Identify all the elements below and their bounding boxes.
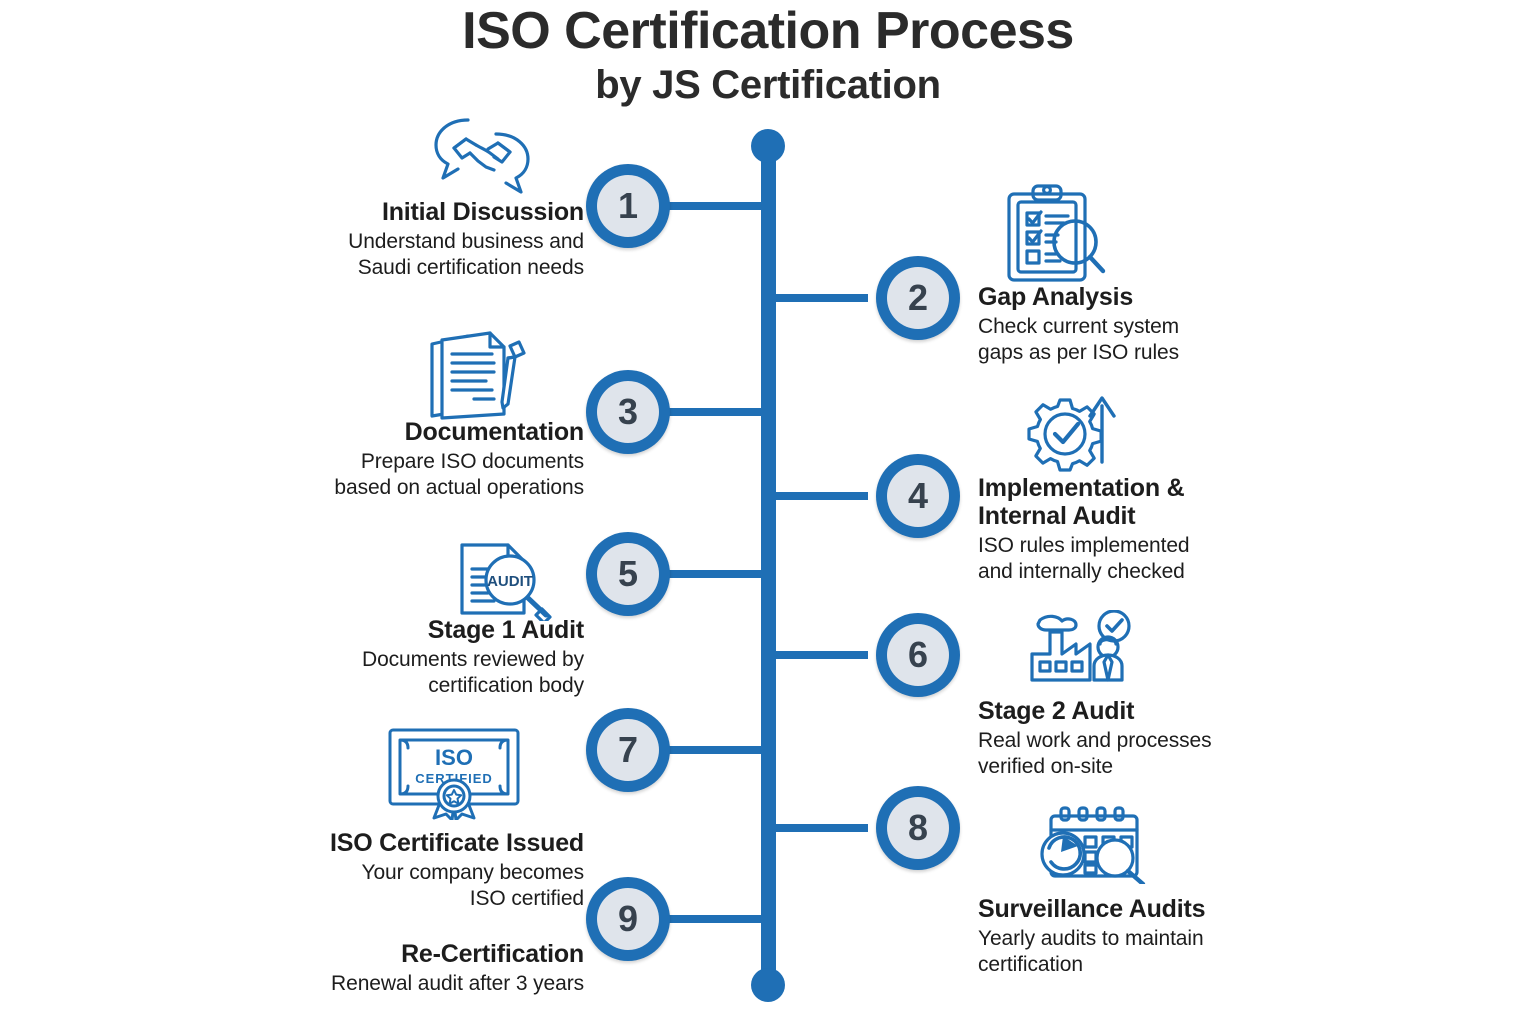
step-badge-number-4: 4: [887, 465, 949, 527]
step-badge-number-8: 8: [887, 797, 949, 859]
page-title: ISO Certification Process by JS Certific…: [0, 4, 1536, 109]
step-title-6: Stage 2 Audit: [978, 697, 1135, 725]
step-badge-8[interactable]: 8: [876, 786, 960, 870]
step-title-1: Initial Discussion: [381, 198, 584, 226]
step-badge-3[interactable]: 3: [586, 370, 670, 454]
step-title-9: Re-Certification: [401, 940, 584, 968]
documents-pen-icon: [420, 328, 530, 422]
step-badge-number-9: 9: [597, 888, 659, 950]
step-desc-9: Renewal audit after 3 years: [331, 972, 584, 995]
connector-5: [668, 570, 766, 578]
step-title-5: Stage 1 Audit: [427, 616, 584, 644]
iso-badge-label-primary: ISO: [435, 745, 473, 770]
step-badge-number-1: 1: [597, 175, 659, 237]
step-badge-number-2: 2: [887, 267, 949, 329]
connector-3: [668, 408, 766, 416]
clipboard-checklist-magnifier-icon: [1001, 182, 1111, 286]
step-text-7: ISO Certificate Issued Your company beco…: [160, 829, 584, 911]
step-badge-7[interactable]: 7: [586, 708, 670, 792]
factory-inspector-check-icon: [1026, 610, 1138, 684]
step-badge-number-3: 3: [597, 381, 659, 443]
step-text-8: Surveillance Audits Yearly audits to mai…: [978, 895, 1378, 977]
connector-2: [770, 294, 868, 302]
step-badge-number-7: 7: [597, 719, 659, 781]
step-title-3: Documentation: [404, 418, 585, 446]
step-text-4: Implementation &Internal Audit ISO rules…: [978, 474, 1378, 584]
document-audit-magnifier-icon: AUDIT: [452, 539, 558, 621]
calendar-refresh-magnifier-icon: [1035, 806, 1155, 884]
connector-7: [668, 746, 766, 754]
step-text-9: Re-Certification Renewal audit after 3 y…: [160, 940, 584, 997]
step-badge-6[interactable]: 6: [876, 613, 960, 697]
title-line-secondary: by JS Certification: [595, 62, 941, 107]
connector-6: [770, 651, 868, 659]
step-title-7: ISO Certificate Issued: [329, 829, 584, 857]
title-line-primary: ISO Certification Process: [462, 2, 1074, 60]
step-text-1: Initial Discussion Understand business a…: [200, 198, 584, 280]
connector-4: [770, 492, 868, 500]
gear-check-arrow-icon: [1018, 388, 1126, 474]
step-badge-2[interactable]: 2: [876, 256, 960, 340]
step-badge-5[interactable]: 5: [586, 532, 670, 616]
connector-9: [668, 915, 766, 923]
step-badge-9[interactable]: 9: [586, 877, 670, 961]
iso-badge-label-secondary: CERTIFIED: [415, 771, 493, 786]
connector-8: [770, 824, 868, 832]
handshake-speech-bubble-icon: [424, 112, 540, 196]
timeline-cap-bottom: [751, 968, 785, 1002]
step-badge-number-6: 6: [887, 624, 949, 686]
step-badge-4[interactable]: 4: [876, 454, 960, 538]
step-title-2: Gap Analysis: [978, 283, 1134, 311]
step-title-8: Surveillance Audits: [978, 895, 1206, 923]
step-title-4: Implementation &Internal Audit: [978, 474, 1185, 530]
step-badge-1[interactable]: 1: [586, 164, 670, 248]
connector-1: [668, 202, 766, 210]
timeline-cap-top: [751, 129, 785, 163]
audit-icon-label: AUDIT: [487, 573, 533, 590]
step-badge-number-5: 5: [597, 543, 659, 605]
timeline-spine: [761, 152, 776, 985]
iso-certified-badge-icon: ISO CERTIFIED: [384, 724, 524, 820]
